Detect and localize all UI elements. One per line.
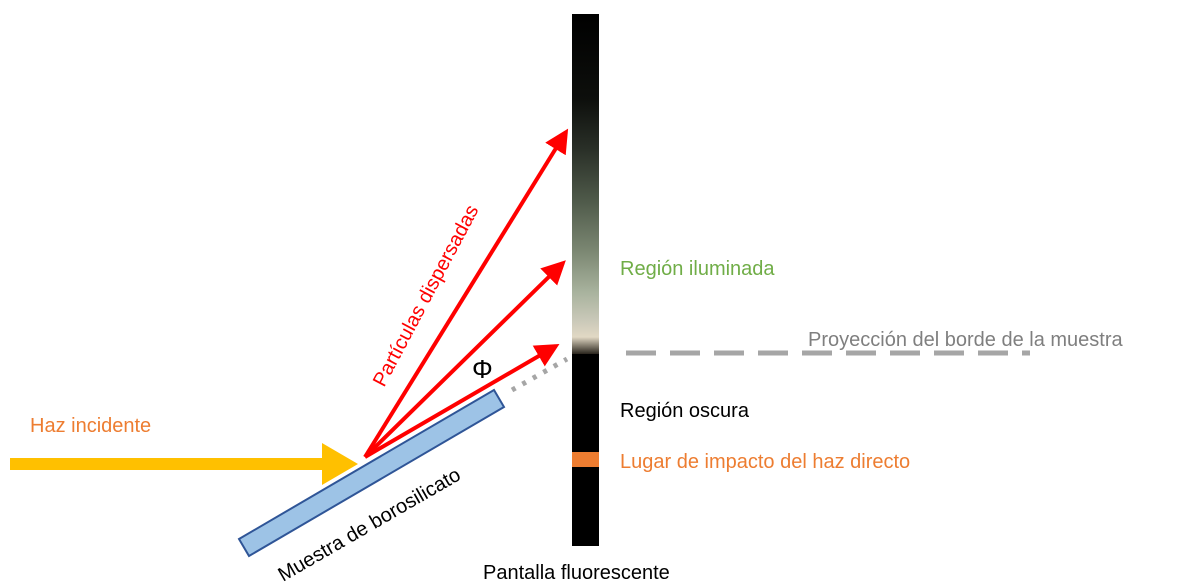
edge-projection-label: Proyección del borde de la muestra — [808, 329, 1123, 351]
scattered-arrow-middle — [363, 260, 566, 459]
impact-site-label: Lugar de impacto del haz directo — [620, 451, 910, 473]
scattered-arrows — [363, 128, 569, 459]
angle-phi-label: Φ — [472, 354, 493, 384]
screen-illuminated-region — [572, 14, 599, 354]
illuminated-region-label: Región iluminada — [620, 258, 775, 280]
dark-region-label: Región oscura — [620, 400, 750, 422]
incident-beam-arrow — [10, 443, 358, 485]
fluorescent-screen — [572, 14, 599, 546]
borosilicate-sample — [237, 388, 506, 558]
sample-edge-extension — [510, 356, 569, 393]
incident-beam-label: Haz incidente — [30, 415, 151, 437]
screen-label: Pantalla fluorescente — [483, 562, 670, 583]
impact-marker — [572, 452, 599, 467]
scattered-arrow-upper — [363, 128, 569, 459]
screen-dark-region — [572, 354, 599, 546]
scattered-arrow-lower — [363, 343, 560, 459]
